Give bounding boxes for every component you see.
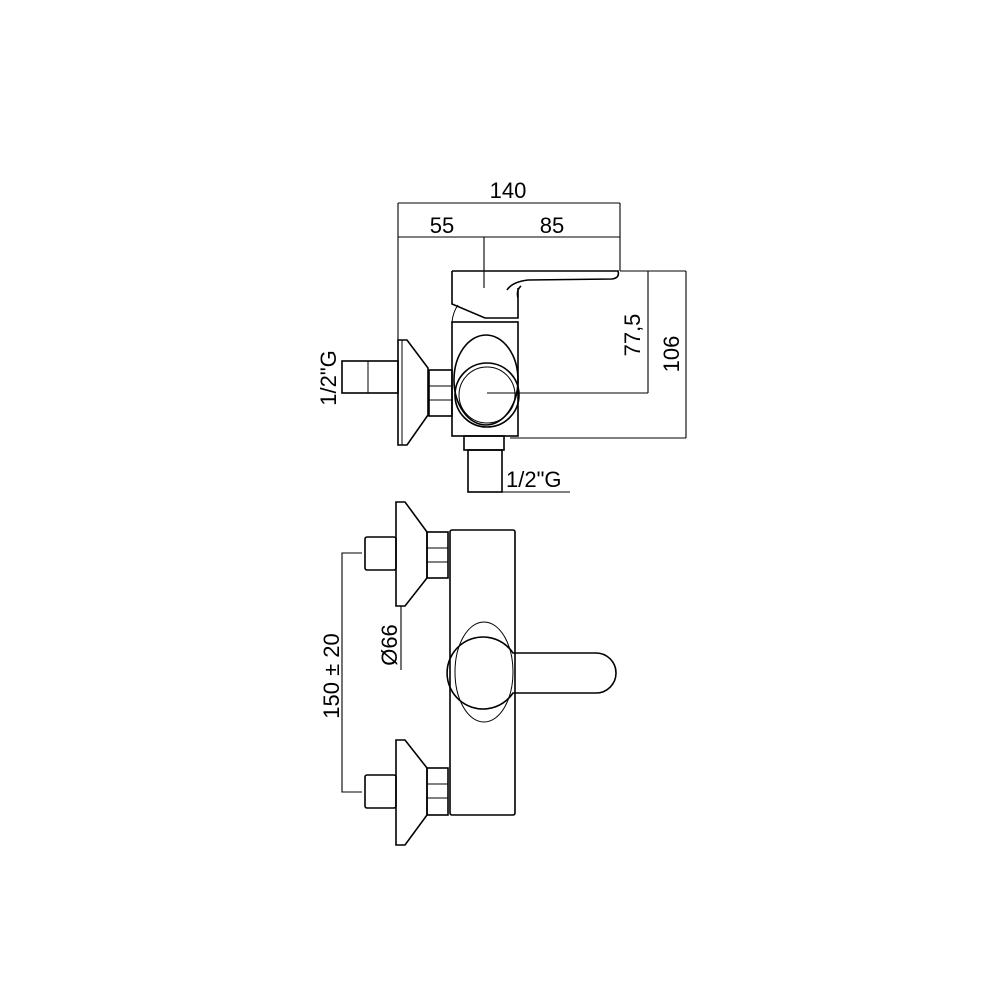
inlet-thread-label: 1/2"G <box>316 350 341 406</box>
dimension-lines-top <box>397 202 621 340</box>
mixer-body-front <box>449 529 516 816</box>
lower-inlet <box>364 739 449 846</box>
dim-handle-reach: 85 <box>540 213 564 238</box>
dim-outlet-height: 77,5 <box>620 314 645 357</box>
side-view: 140 55 85 1/2"G 1/2"G 77,5 106 <box>316 178 687 493</box>
upper-inlet <box>364 501 449 607</box>
dim-flange-diameter: Ø66 <box>377 624 402 666</box>
outlet-pipe <box>467 449 503 493</box>
lever-handle <box>451 270 620 319</box>
body-cap <box>453 334 519 426</box>
outlet-thread-label: 1/2"G <box>506 467 562 492</box>
inlet-pipe <box>341 360 399 394</box>
handle-rosette <box>454 621 514 723</box>
handle-under <box>451 304 459 323</box>
dim-total-height: 106 <box>659 336 684 373</box>
outlet-circle <box>454 362 520 428</box>
wall-flange <box>397 339 429 446</box>
dim-inlet-spacing: 150 ± 20 <box>319 633 344 718</box>
outlet-nut <box>463 435 505 451</box>
lever-handle-front <box>446 636 617 710</box>
dim-total-width: 140 <box>490 178 527 203</box>
dim-wall-offset: 55 <box>430 213 454 238</box>
union-nut <box>428 369 453 417</box>
front-view: 150 ± 20 Ø66 <box>319 501 617 846</box>
